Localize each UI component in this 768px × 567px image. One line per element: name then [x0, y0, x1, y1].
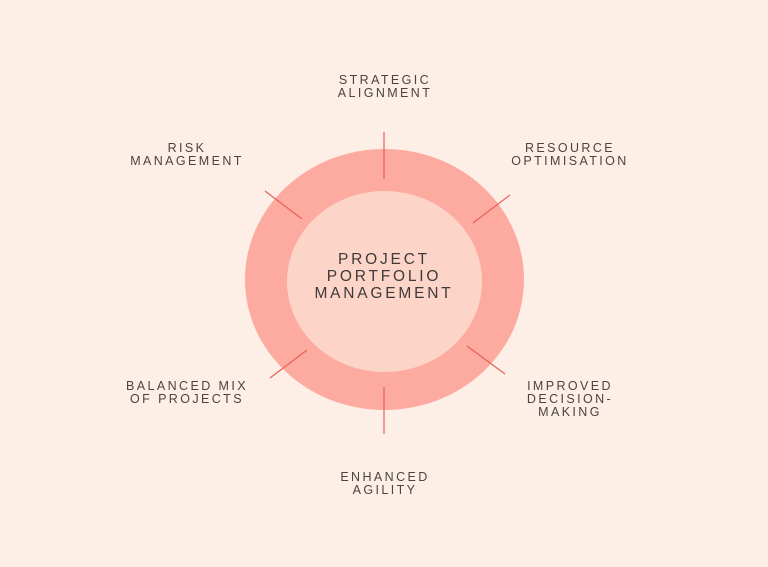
label-line: AGILITY: [352, 483, 418, 497]
label-balanced-mix-of-projects: BALANCED MIX OF PROJECTS: [126, 380, 248, 406]
label-strategic-alignment: STRATEGIC ALIGNMENT: [338, 74, 433, 100]
label-line: MAKING: [538, 405, 602, 419]
label-line: ALIGNMENT: [337, 86, 433, 100]
label-line: MANAGEMENT: [130, 154, 244, 168]
label-line: STRATEGIC: [338, 73, 432, 87]
label-enhanced-agility: ENHANCED AGILITY: [340, 471, 429, 497]
label-line: OF PROJECTS: [130, 392, 244, 406]
label-line: BALANCED MIX: [126, 379, 248, 393]
label-line: ENHANCED: [340, 470, 430, 484]
label-improved-decision-making: IMPROVED DECISION- MAKING: [527, 380, 613, 419]
label-risk-management: RISK MANAGEMENT: [130, 142, 244, 168]
label-line: RESOURCE: [524, 141, 616, 155]
connector-top-right: [472, 194, 511, 224]
label-resource-optimisation: RESOURCE OPTIMISATION: [511, 142, 628, 168]
label-line: RISK: [167, 141, 207, 155]
connector-bottom-right: [466, 345, 506, 375]
inner-circle: [287, 191, 482, 372]
center-title: PROJECT PORTFOLIO MANAGEMENT: [314, 251, 453, 302]
center-title-line: PORTFOLIO: [326, 268, 442, 285]
center-title-line: MANAGEMENT: [314, 285, 454, 302]
connector-bottom-left: [269, 349, 308, 379]
connector-top-left: [264, 190, 303, 220]
label-line: DECISION-: [526, 392, 614, 406]
center-title-line: PROJECT: [338, 251, 430, 268]
label-line: IMPROVED: [527, 379, 613, 393]
label-line: OPTIMISATION: [511, 154, 629, 168]
connector-lines: [264, 132, 511, 434]
